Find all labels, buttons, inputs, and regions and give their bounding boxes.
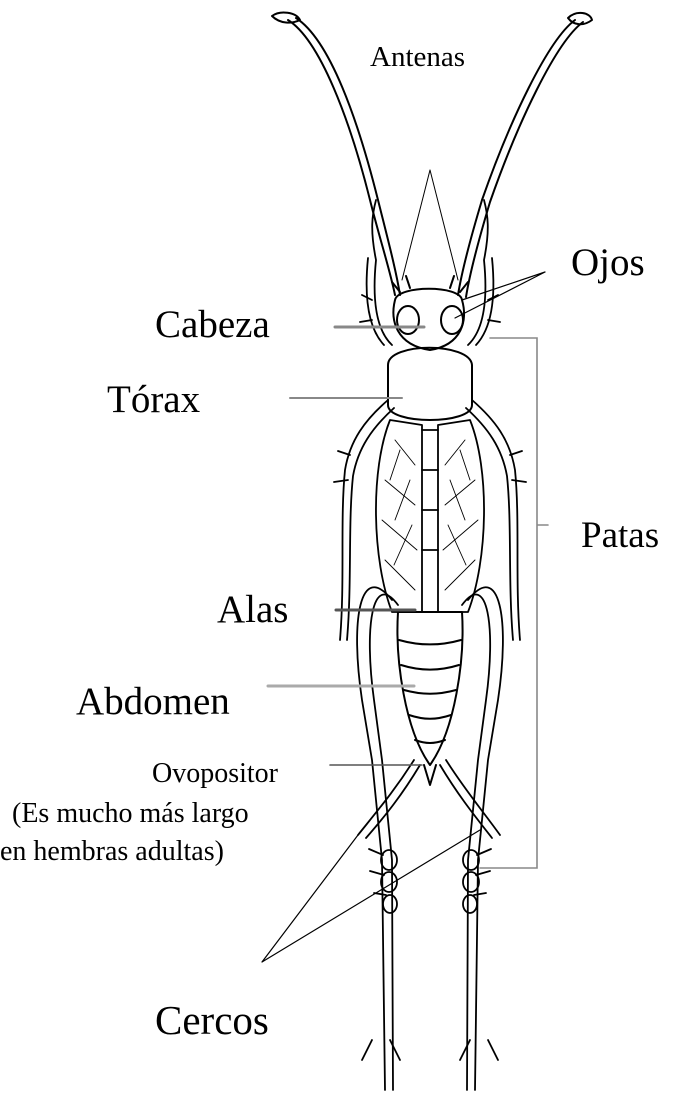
wings: [376, 420, 484, 612]
thorax: [388, 348, 472, 420]
head: [392, 276, 468, 350]
legs-hind: [357, 587, 503, 1090]
label-cabeza: Cabeza: [155, 305, 270, 344]
label-ovopositor-note-line1: (Es mucho más largo: [12, 800, 249, 828]
abdomen: [397, 612, 462, 765]
leader-antenas: [402, 170, 458, 280]
eye-right: [441, 306, 463, 334]
eye-left: [397, 306, 419, 334]
label-antenas: Antenas: [370, 43, 465, 72]
label-abdomen: Abdomen: [76, 682, 230, 721]
label-ovopositor: Ovopositor: [152, 760, 278, 788]
label-patas: Patas: [581, 517, 659, 554]
legs-front: [360, 200, 500, 345]
label-alas: Alas: [217, 590, 289, 629]
label-ojos: Ojos: [571, 243, 645, 282]
leader-lines: [262, 170, 548, 962]
label-ovopositor-note-line2: en hembras adultas): [0, 838, 224, 866]
legs-middle: [334, 400, 526, 640]
label-torax: Tórax: [107, 380, 200, 419]
ovipositor: [424, 765, 436, 785]
label-cercos: Cercos: [155, 1000, 269, 1041]
